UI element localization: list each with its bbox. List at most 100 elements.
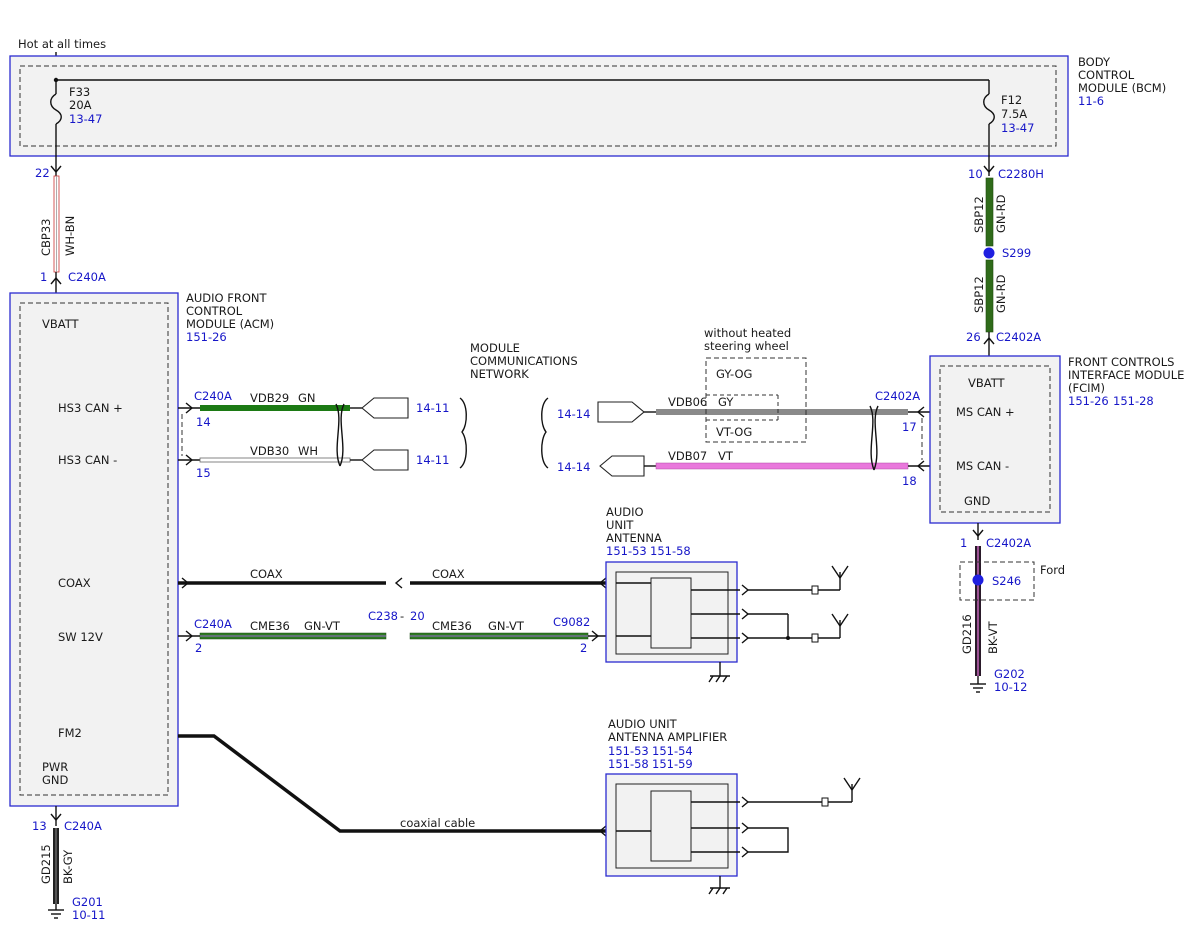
amplifier-ref-2: 151-54 xyxy=(652,744,693,758)
amplifier-title-1: AUDIO UNIT xyxy=(608,717,678,731)
s299-label: S299 xyxy=(1002,246,1031,260)
antenna-ref-2: 151-58 xyxy=(650,544,691,558)
c238-label: C238 xyxy=(368,609,398,623)
antenna-element-1 xyxy=(811,585,819,595)
c9082-pin-2: 2 xyxy=(580,641,587,655)
bcm-box xyxy=(9,55,1069,157)
vdb06-wire xyxy=(656,409,908,415)
acm-twist-mark-1 xyxy=(335,403,341,467)
heated-note-2: steering wheel xyxy=(704,339,789,353)
hot-at-all-times-label: Hot at all times xyxy=(18,37,106,51)
amplifier-chassis-tick-3 xyxy=(722,887,728,895)
fcim-title-3: (FCIM) xyxy=(1068,381,1105,395)
antenna-chassis-tick-3 xyxy=(722,675,728,683)
antenna-out-chevron-1 xyxy=(741,584,750,596)
antenna-title-3: ANTENNA xyxy=(606,531,662,545)
acm-title-3: MODULE (ACM) xyxy=(186,317,274,331)
ford-label: Ford xyxy=(1040,563,1065,577)
acm-pin-fm2: FM2 xyxy=(58,726,82,740)
g201-label: G201 xyxy=(72,895,103,909)
acm-twist-mark-2 xyxy=(339,403,345,467)
amplifier-out-chevron-2 xyxy=(741,822,750,834)
vdb07-color: VT xyxy=(718,449,734,463)
cme36-label-a: CME36 xyxy=(250,619,290,633)
sbp12-lower-color: GN-RD xyxy=(994,274,1008,313)
amplifier-ref-1: 151-53 xyxy=(608,744,649,758)
amplifier-ref-3: 151-58 xyxy=(608,757,649,771)
vdb06-label: VDB06 xyxy=(668,395,707,409)
amplifier-chassis-tick-1 xyxy=(708,887,714,895)
antenna-element-2 xyxy=(811,633,819,643)
vdb30-color: WH xyxy=(298,444,318,458)
acm-pin-gnd: GND xyxy=(42,773,69,787)
acm-pin-vbatt: VBATT xyxy=(42,317,80,331)
ford-variant-box xyxy=(959,561,1035,601)
network-connector-14-11-b xyxy=(361,449,409,471)
fcim-pin-26: 26 xyxy=(966,330,981,344)
fcim-twist-mark-2 xyxy=(873,405,879,471)
f12-name: F12 xyxy=(1001,93,1022,107)
acm-pin-hs3-can-minus: HS3 CAN - xyxy=(58,453,117,467)
f33-fuse-symbol xyxy=(50,93,62,125)
acm-pin-14: 14 xyxy=(196,415,211,429)
vdb29-label: VDB29 xyxy=(250,391,289,405)
acm-box xyxy=(9,292,179,807)
gd215-color: BK-GY xyxy=(61,849,75,884)
vt-og-label: VT-OG xyxy=(716,425,752,439)
antenna-chassis-tick-1 xyxy=(708,675,714,683)
fcim-pin-gnd: GND xyxy=(964,494,991,508)
antenna-box xyxy=(605,561,738,663)
gd216-color: BK-VT xyxy=(986,620,1000,654)
fcim-ref-1: 151-26 xyxy=(1068,394,1109,408)
heated-variant-box xyxy=(705,357,807,443)
sbp12-upper-wire xyxy=(985,177,994,247)
coax-inline-chevron xyxy=(394,577,403,589)
fcim-pin-17: 17 xyxy=(902,420,917,434)
vdb29-wire xyxy=(200,405,350,411)
hs3p-chevron xyxy=(185,402,194,414)
bcm-pin-10: 10 xyxy=(968,167,983,181)
fcim-box xyxy=(929,355,1061,524)
fcim-pin-18: 18 xyxy=(902,474,917,488)
bcm-title-2: CONTROL xyxy=(1078,68,1135,82)
bcm-ref: 11-6 xyxy=(1078,94,1104,108)
pin22-chevron xyxy=(50,165,62,174)
fcim-pin-ms-can-plus: MS CAN + xyxy=(956,405,1015,419)
amplifier-inner-frame xyxy=(615,783,729,869)
sbp12-lower-wire xyxy=(985,259,994,333)
fcim-c2402a-17-label: C2402A xyxy=(875,389,920,403)
fcim-twist-mark-1 xyxy=(869,405,875,471)
f12-ref: 13-47 xyxy=(1001,121,1034,135)
sbp12-upper-label: SBP12 xyxy=(972,196,986,233)
acm-pin-15: 15 xyxy=(196,466,211,480)
coax-antenna-chevron xyxy=(598,577,607,589)
pin10-chevron xyxy=(983,165,995,174)
fcim-c2402a-top: C2402A xyxy=(996,330,1041,344)
f12-rating: 7.5A xyxy=(1001,107,1027,121)
fcim-pin-1: 1 xyxy=(960,536,967,550)
cbp33-color: WH-BN xyxy=(63,216,77,256)
s246-label: S246 xyxy=(992,574,1021,588)
vdb07-wire xyxy=(655,462,909,470)
cme36-color-b: GN-VT xyxy=(488,619,525,633)
bcm-title-1: BODY xyxy=(1078,55,1111,69)
c238-dash: - xyxy=(400,609,404,623)
cme36-label-b: CME36 xyxy=(432,619,472,633)
network-title-2: COMMUNICATIONS xyxy=(470,354,578,368)
vdb06-color: GY xyxy=(718,395,734,409)
antenna-inner-frame xyxy=(615,571,729,655)
antenna-ref-1: 151-53 xyxy=(606,544,647,558)
acm-pin-2: 2 xyxy=(195,641,202,655)
g202-label: G202 xyxy=(994,667,1025,681)
network-ref-14-11-a: 14-11 xyxy=(416,401,449,415)
sw12v-chevron xyxy=(185,630,194,642)
network-title-1: MODULE xyxy=(470,341,520,355)
amplifier-core-block xyxy=(650,790,692,862)
hs3m-chevron xyxy=(185,454,194,466)
amplifier-ref-4: 151-59 xyxy=(652,757,693,771)
bcm-pin-22: 22 xyxy=(35,166,50,180)
vdb30-label: VDB30 xyxy=(250,444,289,458)
acm-pin-hs3-can-plus: HS3 CAN + xyxy=(58,401,123,415)
network-ref-14-14-a: 14-14 xyxy=(557,407,590,421)
